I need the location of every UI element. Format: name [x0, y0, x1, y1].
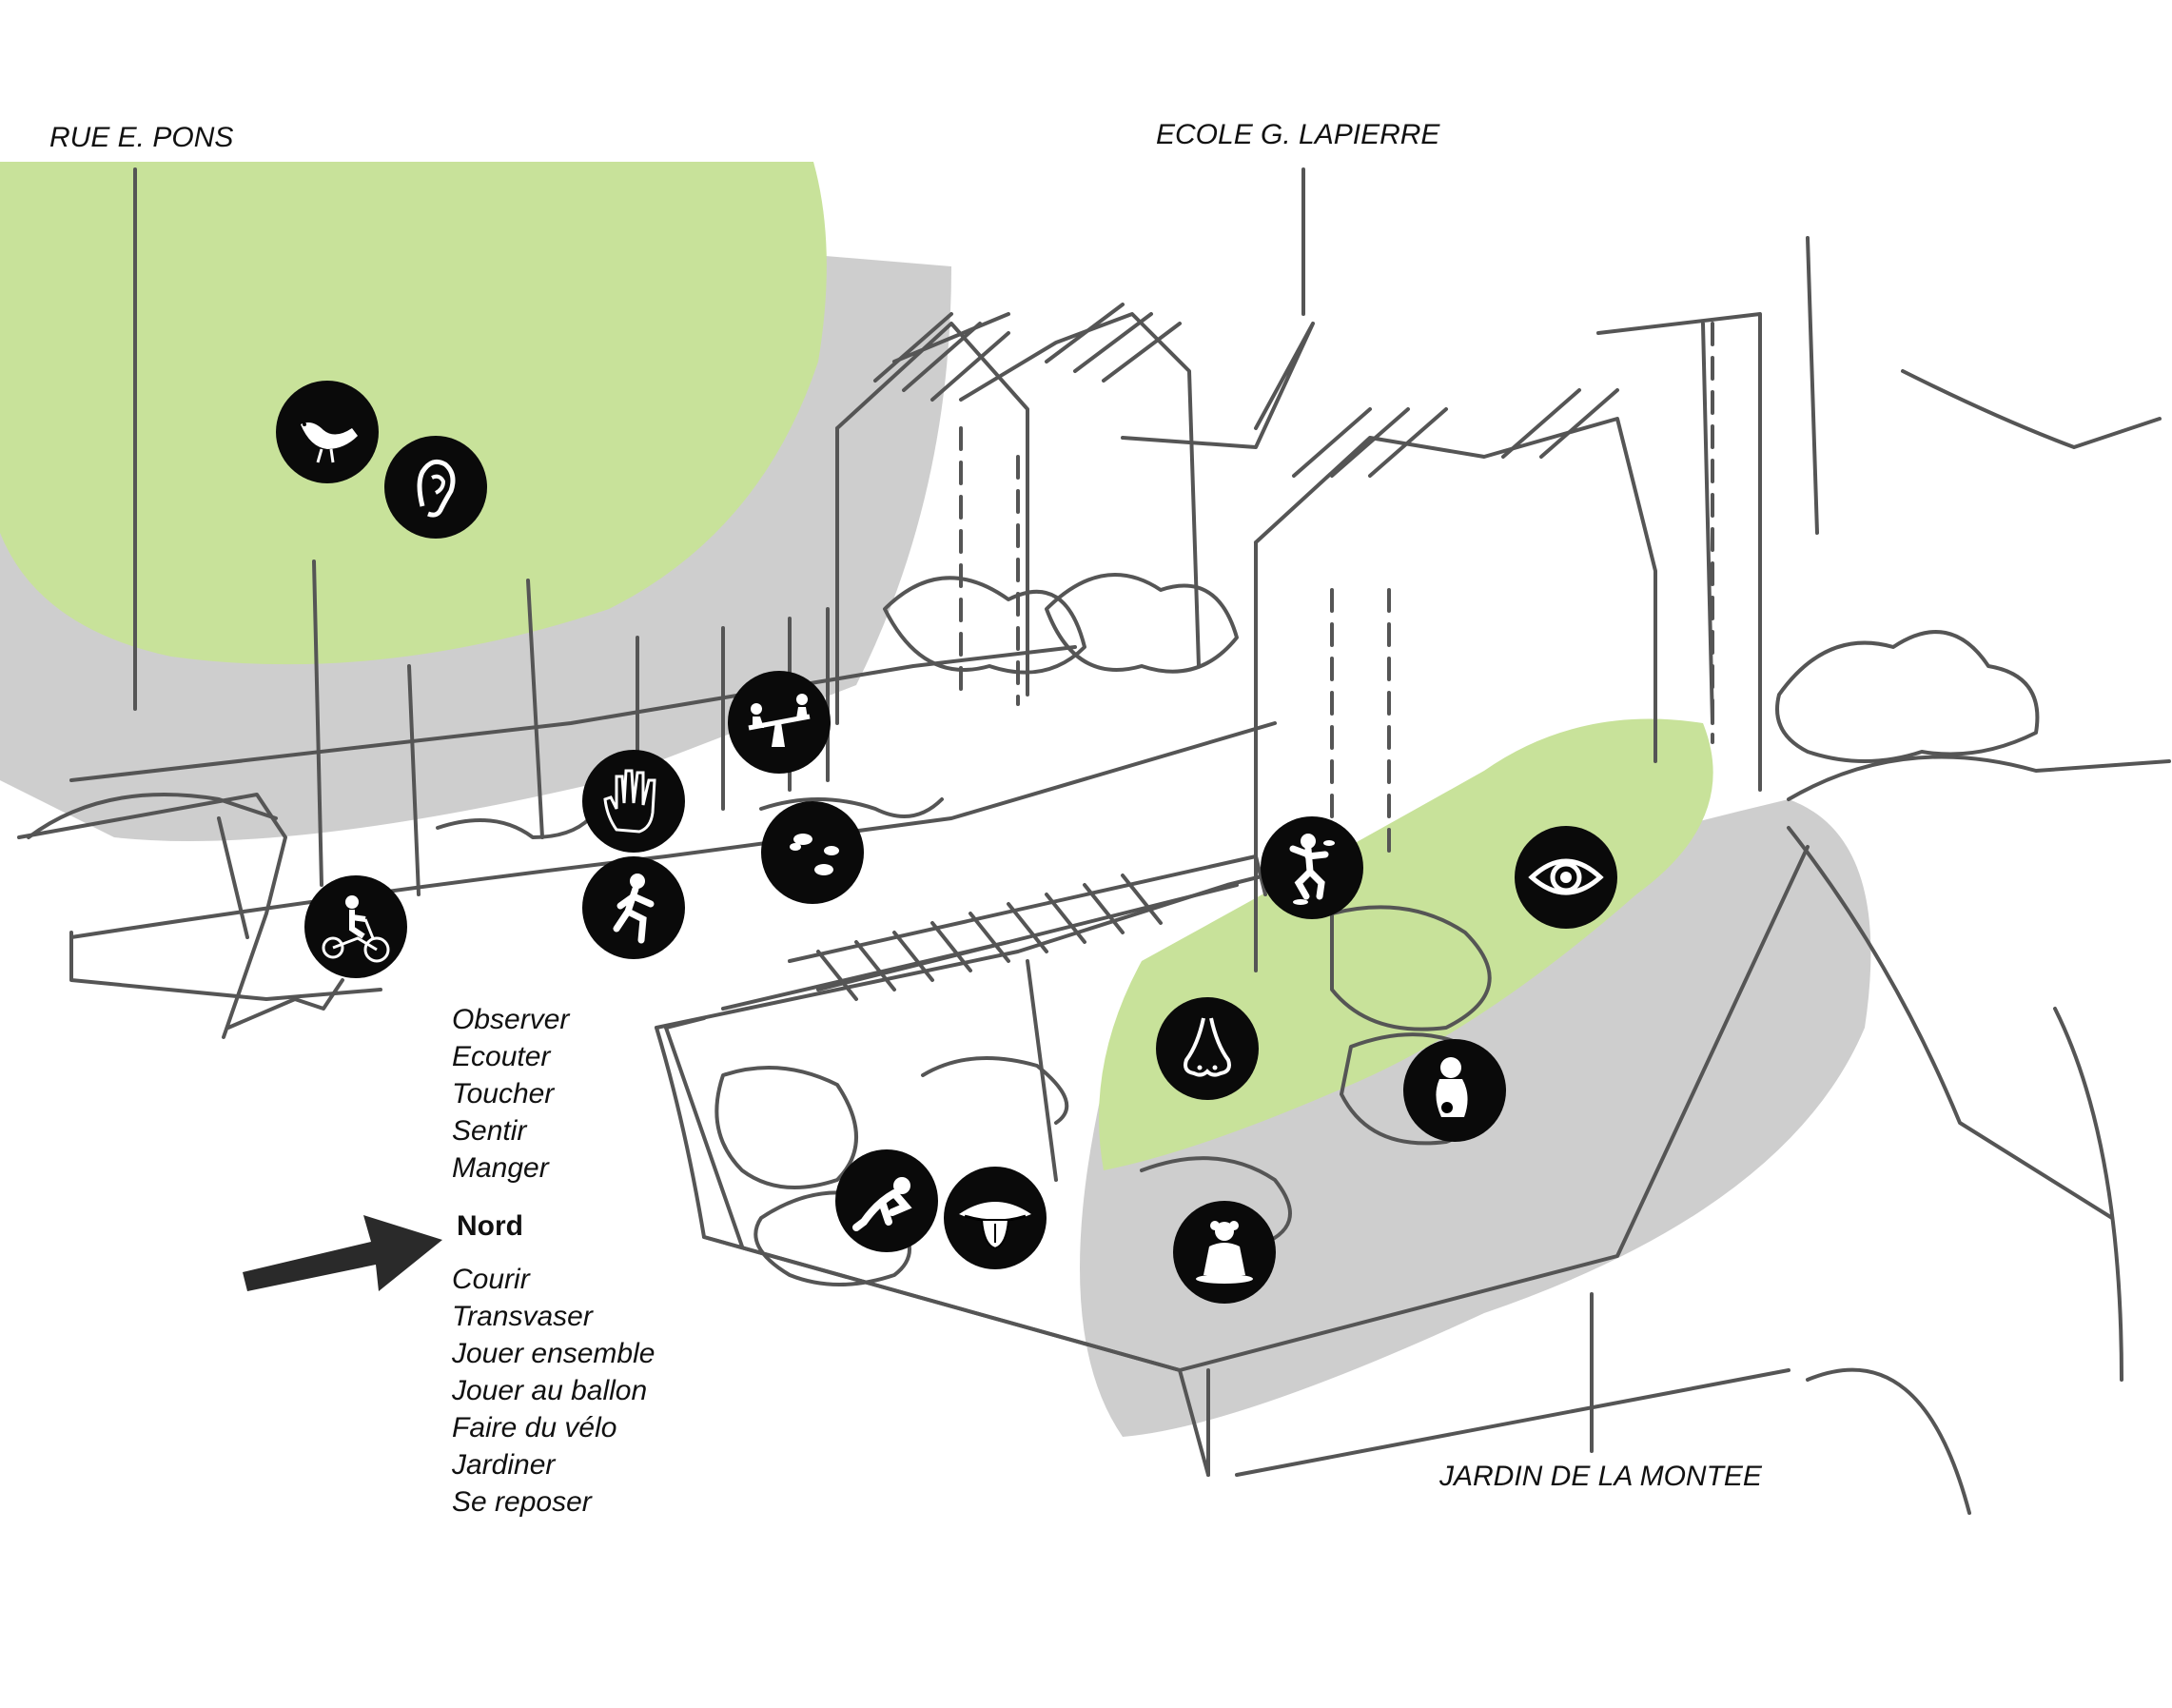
activity-item: Jardiner — [452, 1449, 556, 1481]
activities-list: Courir Transvaser Jouer ensemble Jouer a… — [452, 1261, 655, 1521]
stones-icon — [761, 801, 864, 904]
sitting-child-icon — [1173, 1201, 1276, 1304]
ear-icon — [384, 436, 487, 539]
green-zone-tree — [0, 162, 827, 665]
garden-label: JARDIN DE LA MONTEE — [1439, 1461, 1762, 1492]
bird-icon — [276, 381, 379, 483]
nose-icon — [1156, 997, 1259, 1100]
climbing-child-icon — [1261, 816, 1363, 919]
seesaw-icon — [728, 671, 831, 774]
activity-item: Se reposer — [452, 1486, 592, 1518]
sense-item: Manger — [452, 1152, 549, 1184]
eye-icon — [1515, 826, 1617, 929]
school-label: ECOLE G. LAPIERRE — [1156, 119, 1440, 150]
activity-item: Jouer ensemble — [452, 1338, 656, 1369]
tongue-icon — [944, 1167, 1047, 1269]
street-label: RUE E. PONS — [49, 122, 234, 153]
activity-item: Faire du vélo — [452, 1412, 617, 1443]
north-arrow-icon — [243, 1215, 442, 1291]
hand-icon — [582, 750, 685, 853]
sense-item: Ecouter — [452, 1041, 551, 1072]
sense-item: Toucher — [452, 1078, 555, 1109]
senses-list: Observer Ecouter Toucher Sentir Manger — [452, 1001, 569, 1187]
child-with-ball-icon — [1403, 1039, 1506, 1142]
tricycle-icon — [304, 875, 407, 978]
sense-item: Sentir — [452, 1115, 527, 1147]
sense-item: Observer — [452, 1004, 570, 1035]
activity-item: Courir — [452, 1264, 530, 1295]
activity-item: Transvaser — [452, 1301, 593, 1332]
lying-child-icon — [835, 1149, 938, 1252]
north-label: Nord — [457, 1210, 523, 1242]
running-child-icon — [582, 856, 685, 959]
activity-item: Jouer au ballon — [452, 1375, 648, 1406]
